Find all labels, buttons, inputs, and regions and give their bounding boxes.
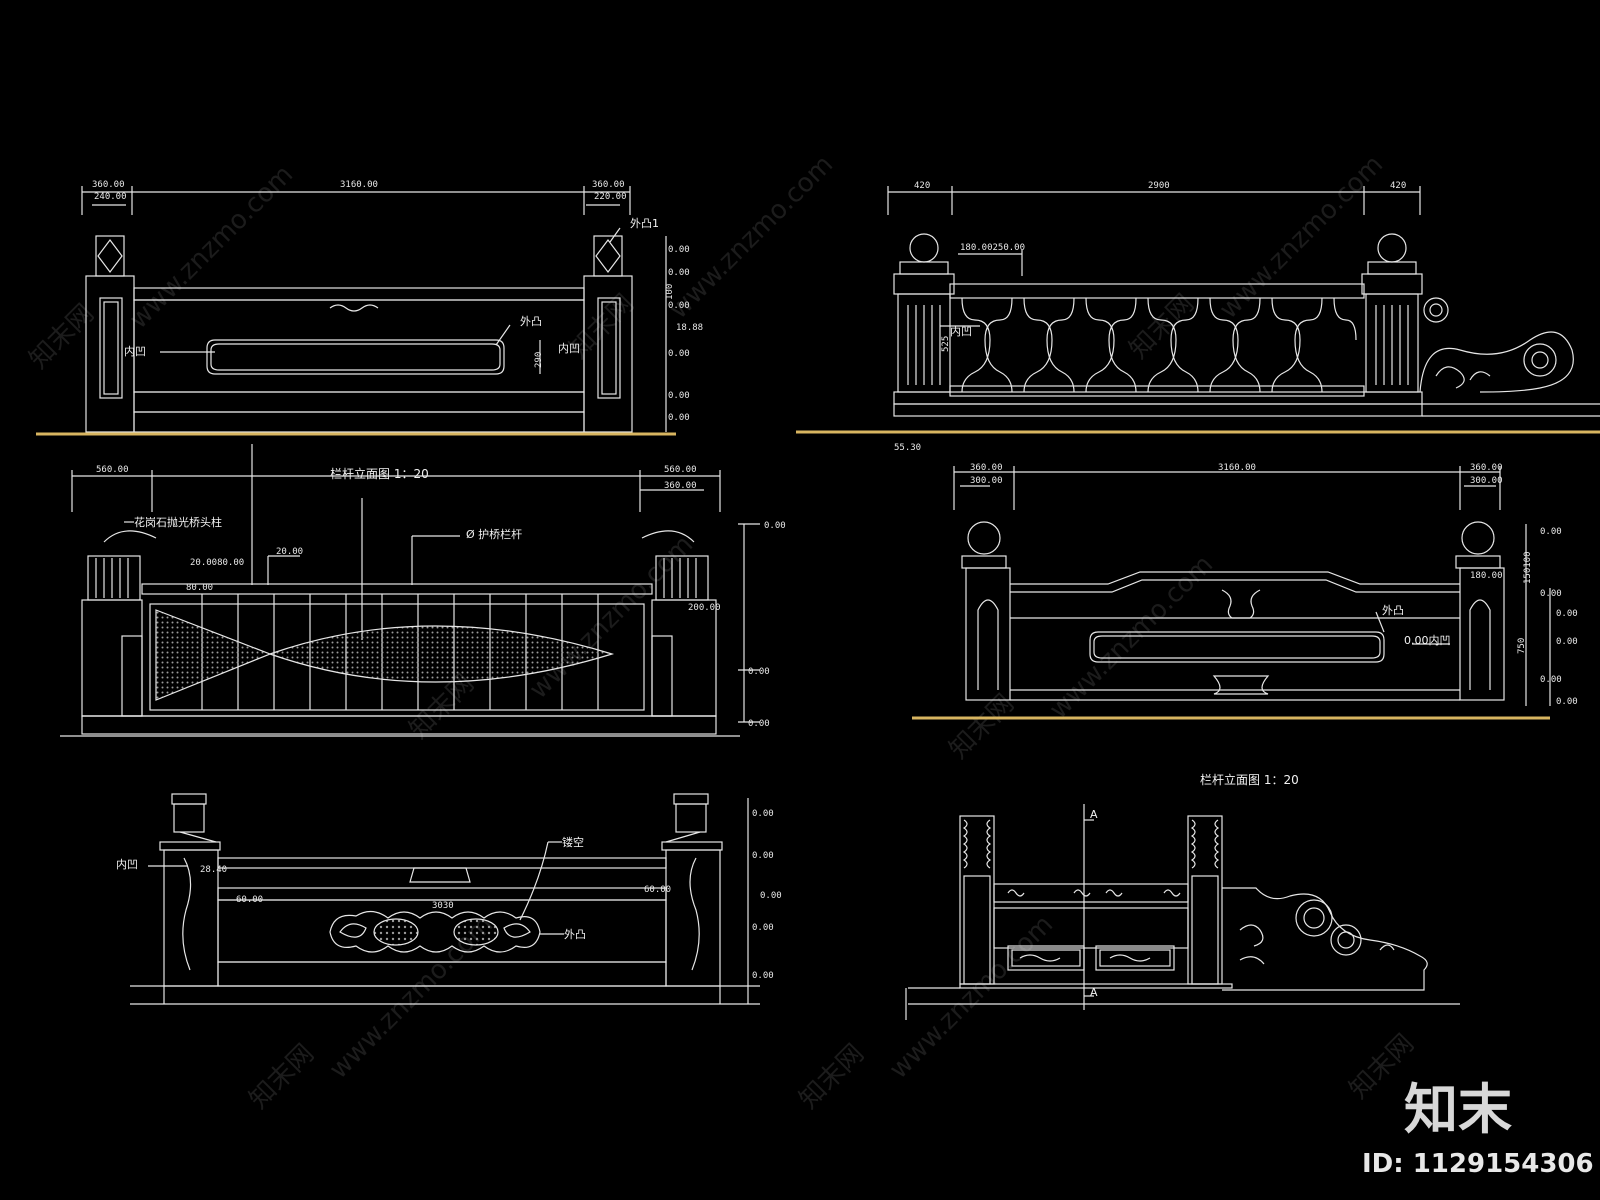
panel-2-elevation: 420 2900 420 180.00250.00	[796, 181, 1600, 453]
annotation-label: 内凹	[116, 857, 138, 871]
annotation-label: 内凹	[950, 324, 972, 338]
dim-label: 180.00	[1470, 571, 1503, 581]
annotation-label: 外凸1	[630, 217, 659, 230]
dim-label: 0.00	[1540, 675, 1562, 685]
section-mark: A	[1090, 808, 1098, 821]
brand-badge: 知末 ID: 1129154306	[1362, 1078, 1594, 1179]
dim-label: 220.00	[594, 192, 627, 202]
panel-4-elevation: 360.00 300.00 3160.00 360.00 300.00 180.…	[912, 463, 1578, 720]
dim-label: 2900	[1148, 181, 1170, 191]
dim-label: 750	[1517, 638, 1527, 654]
dim-label: 0.00	[668, 301, 690, 311]
dim-label: 360.00	[92, 180, 125, 190]
watermark-text: 知末网	[244, 1039, 320, 1115]
elevation-title: 栏杆立面图 1：20	[330, 466, 429, 481]
watermark-text: www.znzmo.com	[884, 910, 1059, 1085]
dim-label: 20.0080.00	[190, 558, 244, 568]
dim-label: 80.00	[186, 583, 213, 593]
dim-label: 3160.00	[1218, 463, 1256, 473]
dim-label: 0.00	[1540, 589, 1562, 599]
annotation-label: 外凸	[564, 928, 586, 941]
section-mark: A	[1090, 986, 1098, 999]
dim-label: 360.00	[664, 481, 697, 491]
panel-5-elevation: 内凹 28.40 60.00 3030 60.00 镂空 外凸 0.00 0.0…	[116, 793, 782, 1005]
dim-label: 420	[1390, 181, 1406, 191]
brand-id: ID: 1129154306	[1362, 1149, 1594, 1179]
dim-label: 0.00	[1556, 697, 1578, 707]
dim-label: 0.00	[752, 923, 774, 933]
dim-label: 0.00	[668, 245, 690, 255]
dim-label: 560.00	[664, 465, 697, 475]
annotation-label: 内凹	[124, 344, 146, 358]
dim-label: 18.88	[676, 323, 703, 333]
dim-label: 20.00	[276, 547, 303, 557]
annotation-label: 0.00内凹	[1404, 633, 1451, 647]
annotation-label: 内凹	[558, 341, 580, 355]
dim-label: 200.00	[688, 603, 721, 613]
dim-label: 3160.00	[340, 180, 378, 190]
dim-label: 180.00250.00	[960, 243, 1025, 253]
watermark-text: www.znzmo.com	[124, 160, 299, 335]
dim-label: 0.00	[764, 521, 786, 531]
watermark-text: www.znzmo.com	[664, 150, 839, 325]
brand-logo: 知末	[1404, 1078, 1512, 1141]
dim-label: 360.00	[970, 463, 1003, 473]
dim-label: 290	[534, 352, 544, 368]
dim-label: 0.00	[1556, 637, 1578, 647]
watermark-text: 知末网	[1124, 289, 1200, 365]
dim-label: 0.00	[668, 413, 690, 423]
annotation-label: 外凸	[520, 315, 542, 328]
dim-label: 240.00	[94, 192, 127, 202]
dim-label: 0.00	[752, 851, 774, 861]
panel-1-elevation: 360.00 240.00 3160.00 360.00 220.00 内凹 外…	[36, 180, 703, 436]
dim-label: 560.00	[96, 465, 129, 475]
watermark-text: www.znzmo.com	[1214, 150, 1389, 325]
dim-label: 525	[941, 336, 951, 352]
dim-label: 420	[914, 181, 930, 191]
dim-label: 360.00	[1470, 463, 1503, 473]
dim-label: 0.00	[752, 809, 774, 819]
dim-label: 28.40	[200, 865, 227, 875]
dim-label: 0.00	[748, 719, 770, 729]
dim-label: 0.00	[1540, 527, 1562, 537]
dim-label: 100	[665, 284, 675, 300]
dim-label: 300.00	[970, 476, 1003, 486]
dim-label: 300.00	[1470, 476, 1503, 486]
watermark-text: www.znzmo.com	[1044, 550, 1219, 725]
dim-label: 0.00	[668, 391, 690, 401]
annotation-label: 镂空	[562, 835, 584, 849]
annotation-label: Ø 护桥栏杆	[466, 527, 522, 541]
dim-label: 60.00	[644, 885, 671, 895]
dim-label: 3030	[432, 901, 454, 911]
watermark-text: 知末网	[24, 299, 100, 375]
dim-label: 55.30	[894, 443, 921, 453]
watermark-text: 知末网	[794, 1039, 870, 1115]
annotation-label: 外凸	[1382, 604, 1404, 617]
dim-label: 0.00	[760, 891, 782, 901]
dim-label: 0.00	[1556, 609, 1578, 619]
panel-6-elevation: 栏杆立面图 1：20 A	[905, 772, 1460, 1020]
dim-label: 0.00	[668, 349, 690, 359]
dim-label: 0.00	[668, 268, 690, 278]
dim-label: 150100	[1523, 551, 1533, 584]
dim-label: 60.00	[236, 895, 263, 905]
dim-label: 0.00	[748, 667, 770, 677]
panel-3-elevation: 栏杆立面图 1：20 560.00 560.00 360.00 Ø 护桥栏杆 花…	[60, 444, 786, 737]
annotation-label: 花岗石抛光桥头柱	[134, 515, 222, 529]
dim-label: 360.00	[592, 180, 625, 190]
dim-label: 0.00	[752, 971, 774, 981]
elevation-title: 栏杆立面图 1：20	[1200, 772, 1299, 787]
